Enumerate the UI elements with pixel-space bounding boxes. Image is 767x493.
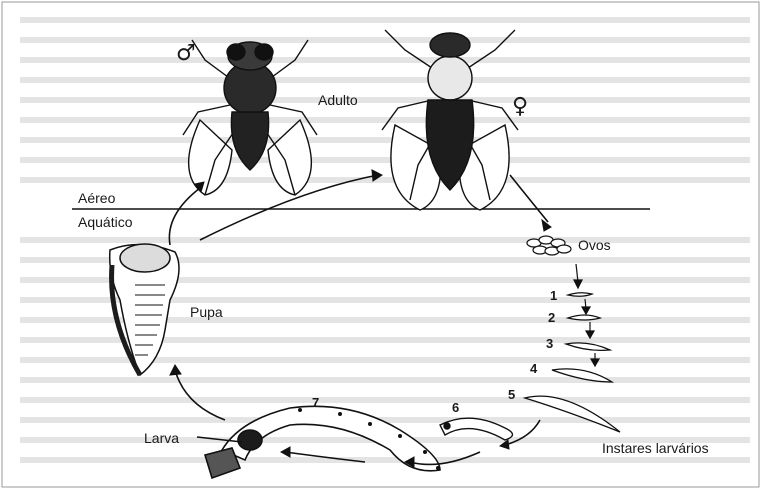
female-symbol: ♀ (512, 96, 528, 118)
instar-2 (568, 315, 600, 320)
instar-number-3: 3 (546, 337, 553, 350)
instar-number-2: 2 (548, 311, 555, 324)
label-ovos: Ovos (578, 238, 611, 252)
instar-3 (566, 343, 610, 351)
instar-number-1: 1 (550, 289, 557, 302)
instar-number-4: 4 (530, 362, 537, 375)
background-texture (20, 20, 750, 460)
instar-number-6: 6 (452, 401, 459, 414)
instar-1 (568, 293, 592, 297)
figure-frame (2, 2, 759, 487)
label-aquatico: Aquático (78, 215, 132, 229)
pupa (110, 244, 179, 375)
label-larva: Larva (144, 431, 179, 445)
label-instares-larvarios: Instares larvários (602, 441, 709, 455)
instar-number-7: 7 (312, 396, 319, 409)
instar-number-5: 5 (508, 388, 515, 401)
label-aereo: Aéreo (78, 191, 115, 205)
label-adulto: Adulto (318, 93, 358, 107)
male-symbol: ♂ (176, 43, 196, 65)
label-pupa: Pupa (190, 305, 223, 319)
